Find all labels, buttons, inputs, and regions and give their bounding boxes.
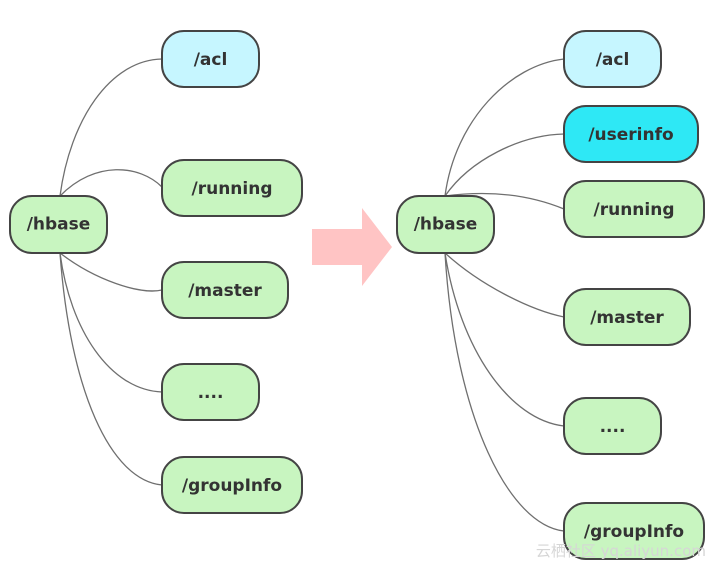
after-node-groupinfo-label: /groupInfo <box>584 522 684 542</box>
edge-after-master <box>444 252 565 318</box>
before-node-acl-label: /acl <box>194 50 228 70</box>
edge-after-dots <box>444 252 565 427</box>
before-root-label: /hbase <box>27 215 91 235</box>
after-node-dots-label: .... <box>600 417 626 437</box>
edge-before-groupinfo <box>59 252 163 486</box>
after-node-dots: .... <box>563 397 662 455</box>
after-node-running: /running <box>563 180 705 238</box>
watermark: 云栖社区 yq.aliyun.com <box>536 542 706 560</box>
before-node-running-label: /running <box>192 179 273 199</box>
after-tree-edges <box>444 58 565 532</box>
before-node-acl: /acl <box>161 30 260 88</box>
after-root-label: /hbase <box>414 215 478 235</box>
after-node-userinfo: /userinfo <box>563 105 699 163</box>
before-tree: /hbase /acl /running /master .... /group… <box>9 30 303 514</box>
before-node-dots: .... <box>161 363 260 421</box>
edge-before-running <box>59 169 163 197</box>
edge-after-running <box>444 192 565 210</box>
before-node-master-label: /master <box>188 281 262 301</box>
before-tree-edges <box>59 58 163 486</box>
after-tree: /hbase /acl /userinfo /running /master .… <box>396 30 705 560</box>
edge-before-dots <box>59 252 163 393</box>
after-node-userinfo-label: /userinfo <box>588 125 673 145</box>
after-node-master: /master <box>563 288 691 346</box>
edge-after-acl <box>444 58 565 197</box>
edge-before-acl <box>59 58 163 197</box>
after-node-groupinfo: /groupInfo <box>563 502 705 560</box>
after-node-master-label: /master <box>590 308 664 328</box>
before-node-master: /master <box>161 261 289 319</box>
transition-arrow <box>312 208 392 286</box>
before-node-groupinfo-label: /groupInfo <box>182 476 282 496</box>
before-node-dots-label: .... <box>198 383 224 403</box>
after-node-acl: /acl <box>563 30 662 88</box>
edge-after-userinfo <box>444 133 565 197</box>
after-node-acl-label: /acl <box>596 50 630 70</box>
before-node-running: /running <box>161 159 303 217</box>
edge-after-groupinfo <box>444 252 565 532</box>
after-root-node: /hbase <box>396 195 495 254</box>
after-node-running-label: /running <box>594 200 675 220</box>
before-node-groupinfo: /groupInfo <box>161 456 303 514</box>
edge-before-master <box>59 252 163 292</box>
before-root-node: /hbase <box>9 195 108 254</box>
